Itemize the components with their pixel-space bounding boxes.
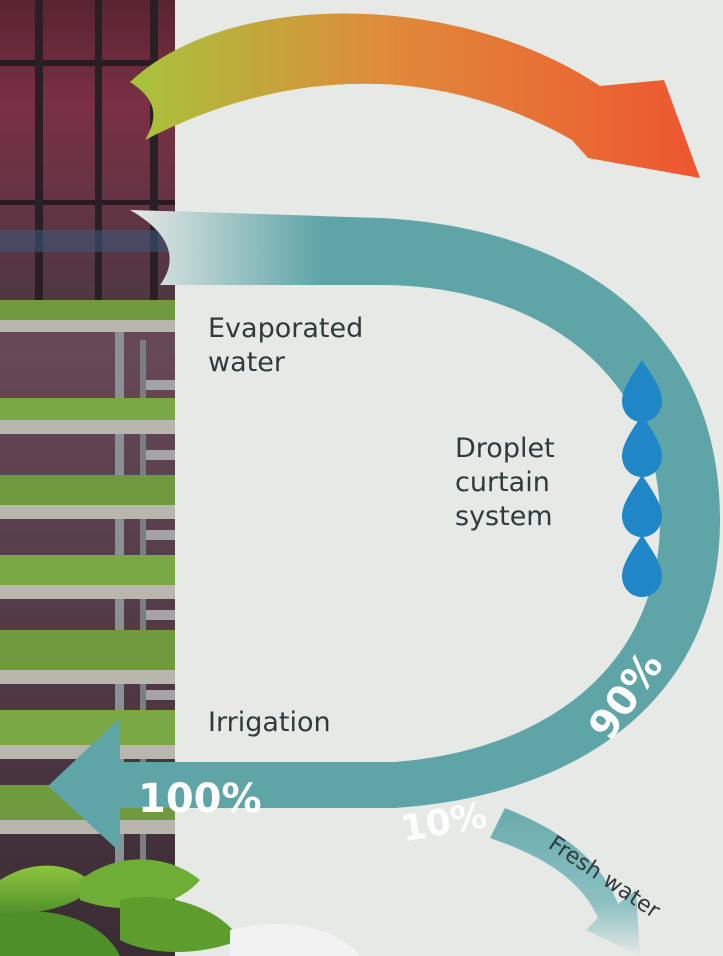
droplet-curtain-label: Droplet curtain system bbox=[455, 433, 555, 532]
basil-plant-image bbox=[0, 859, 360, 956]
vertical-farm-photo bbox=[0, 0, 175, 956]
water-drop-icon bbox=[622, 535, 662, 597]
evaporated-water-label: Evaporated water bbox=[208, 313, 364, 378]
irrigation-label: Irrigation bbox=[208, 707, 331, 738]
heat-arrow bbox=[130, 13, 700, 178]
water-drop-icon bbox=[622, 415, 662, 477]
irrigation-percentage: 100% bbox=[138, 776, 262, 822]
water-drop-icon bbox=[622, 360, 662, 422]
fresh-water-arrow bbox=[490, 808, 640, 956]
water-loop-arrow bbox=[48, 210, 720, 852]
water-drop-icon bbox=[622, 475, 662, 537]
